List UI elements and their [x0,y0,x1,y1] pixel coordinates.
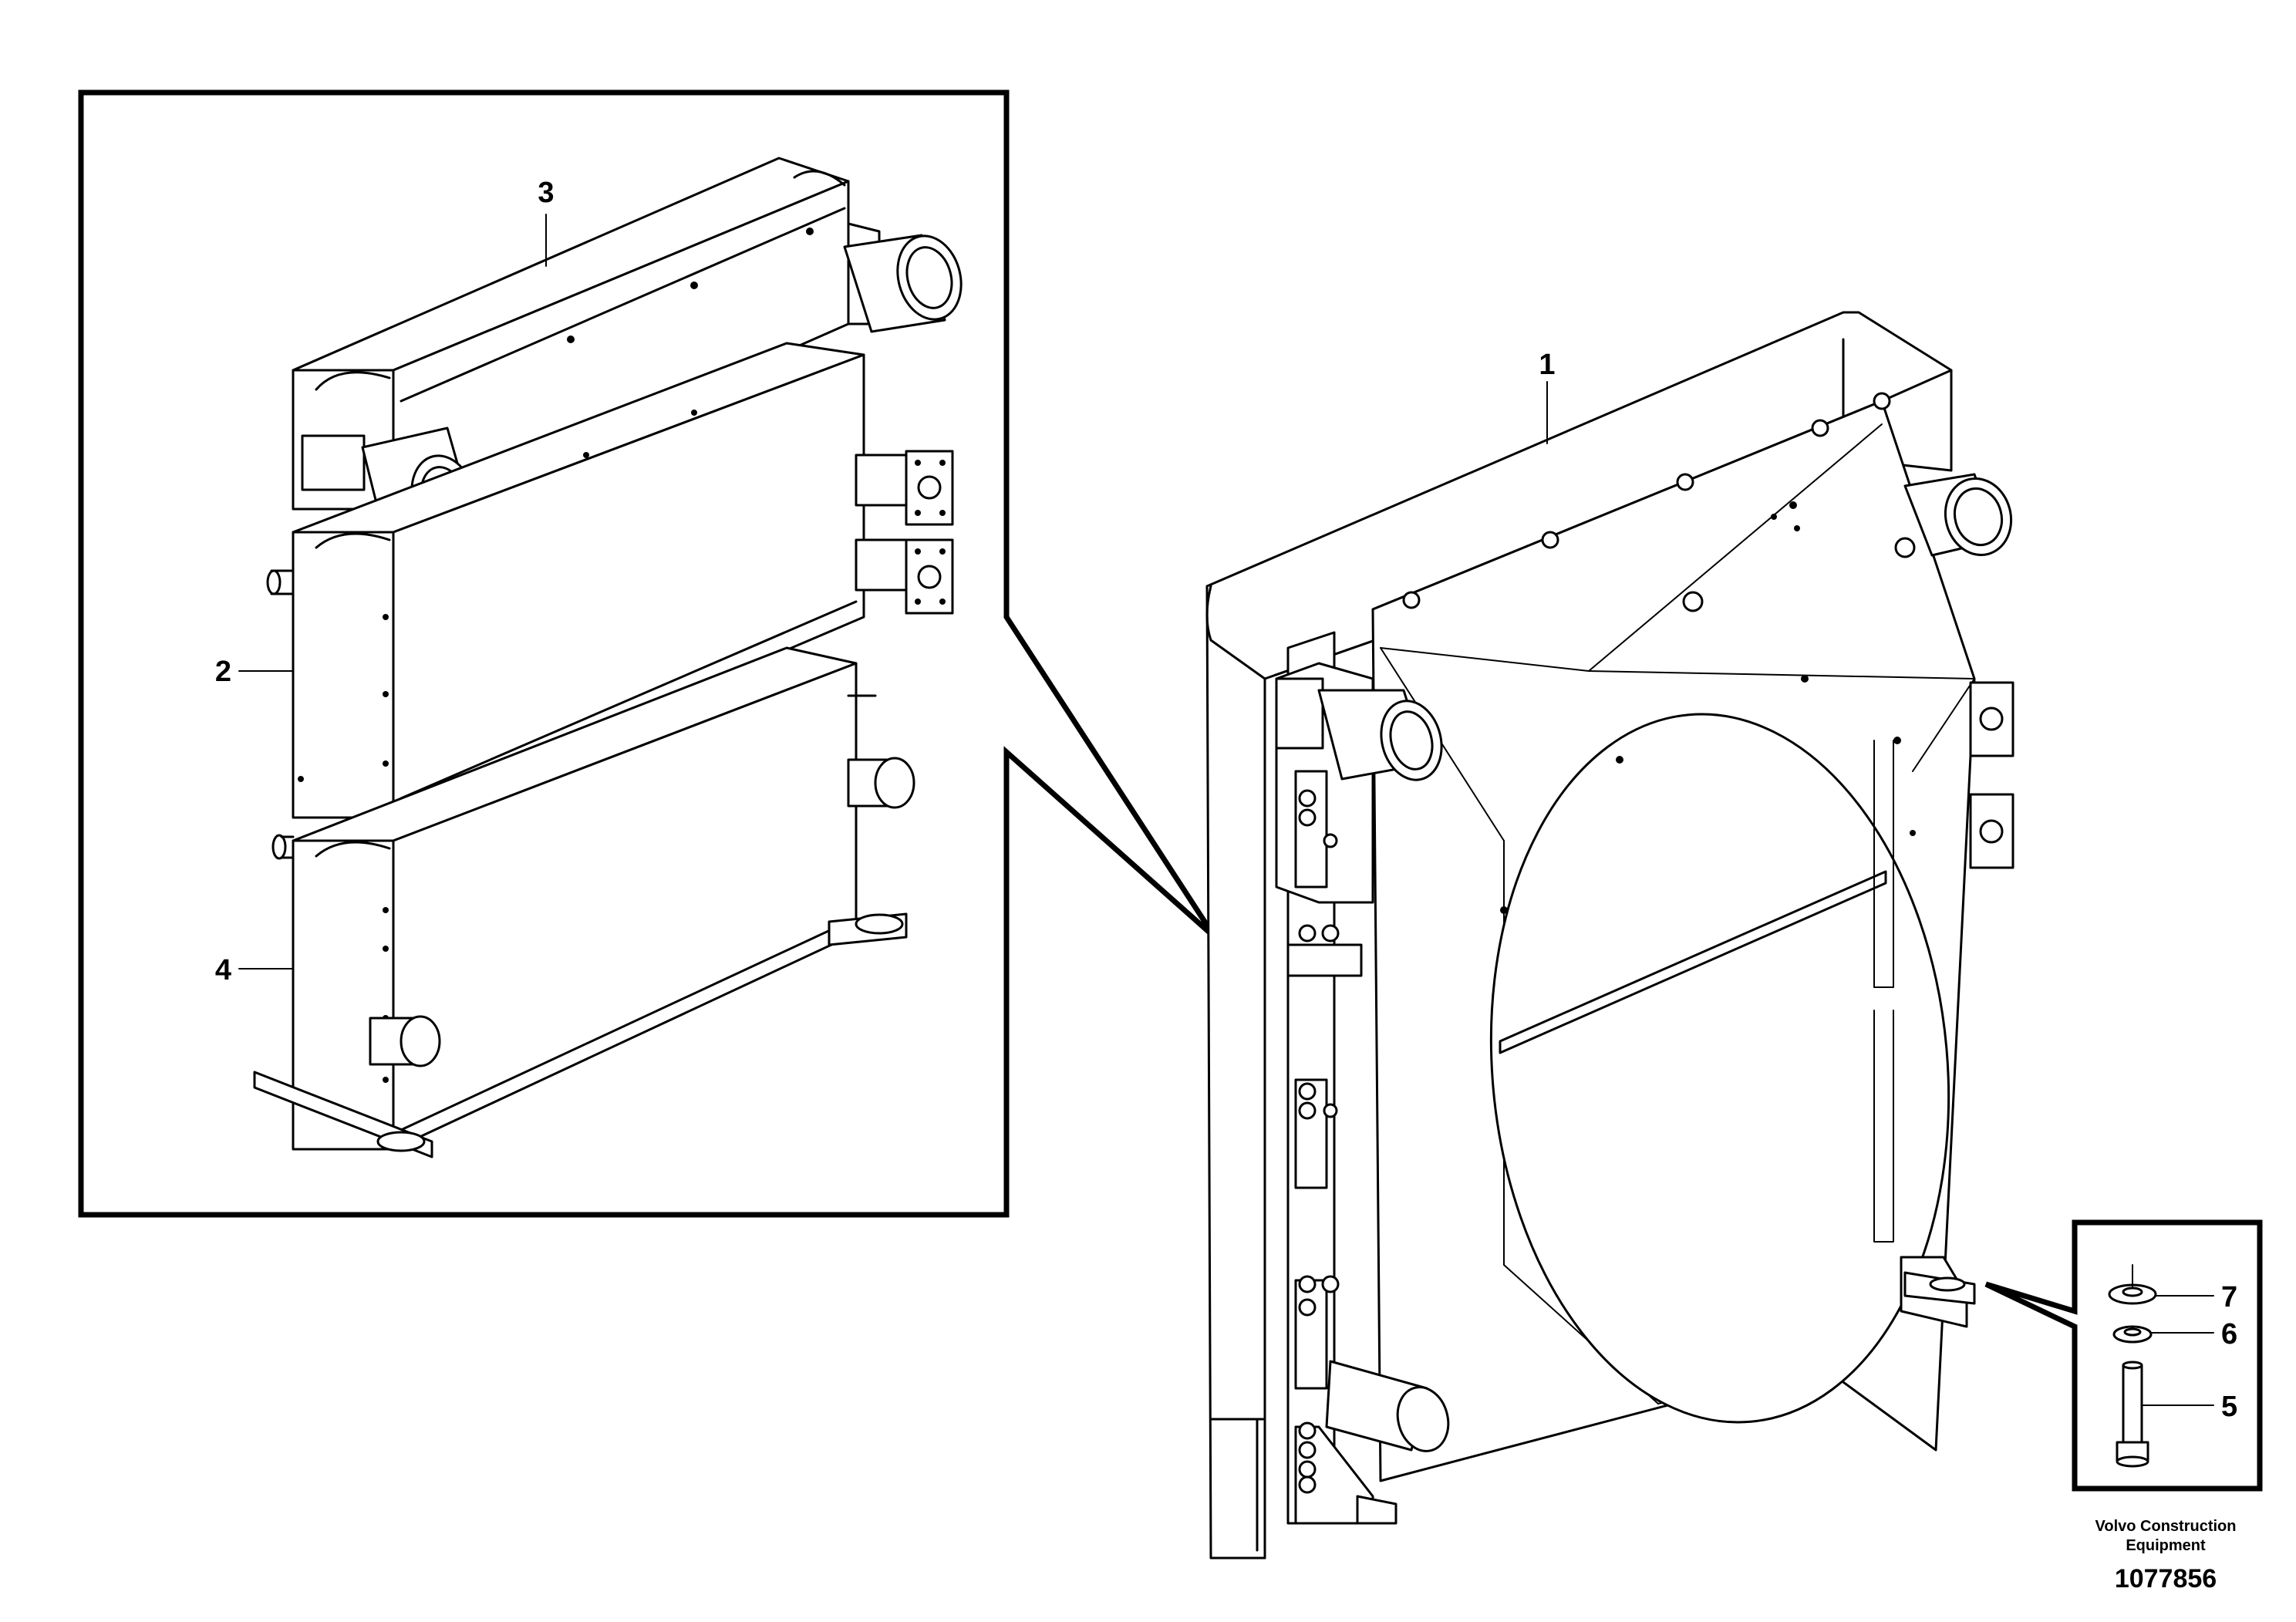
bolt-part-5 [2116,1361,2149,1468]
cooler-part-2 [266,342,954,819]
caption-line-1: Volvo Construction [2095,1518,2237,1535]
callout-5: 5 [2221,1391,2237,1423]
cooler-part-4 [253,646,915,1158]
callout-2: 2 [215,656,231,688]
callout-6: 6 [2221,1318,2237,1351]
radiator-frame-part-1 [1205,311,2014,1560]
fastener-detail-box [1984,1219,2263,1492]
callout-3: 3 [538,177,554,209]
washer-part-7 [2108,1264,2157,1305]
caption-line-2: Equipment [2126,1537,2206,1554]
callout-4: 4 [215,954,231,986]
document-number: 1077856 [2115,1564,2217,1593]
detail-box [78,89,1217,1218]
spring-washer-part-6 [2112,1325,2153,1344]
leader-lines [238,214,2214,1406]
callout-1: 1 [1539,349,1555,381]
callout-7: 7 [2221,1281,2237,1313]
cooler-part-3 [292,157,963,541]
